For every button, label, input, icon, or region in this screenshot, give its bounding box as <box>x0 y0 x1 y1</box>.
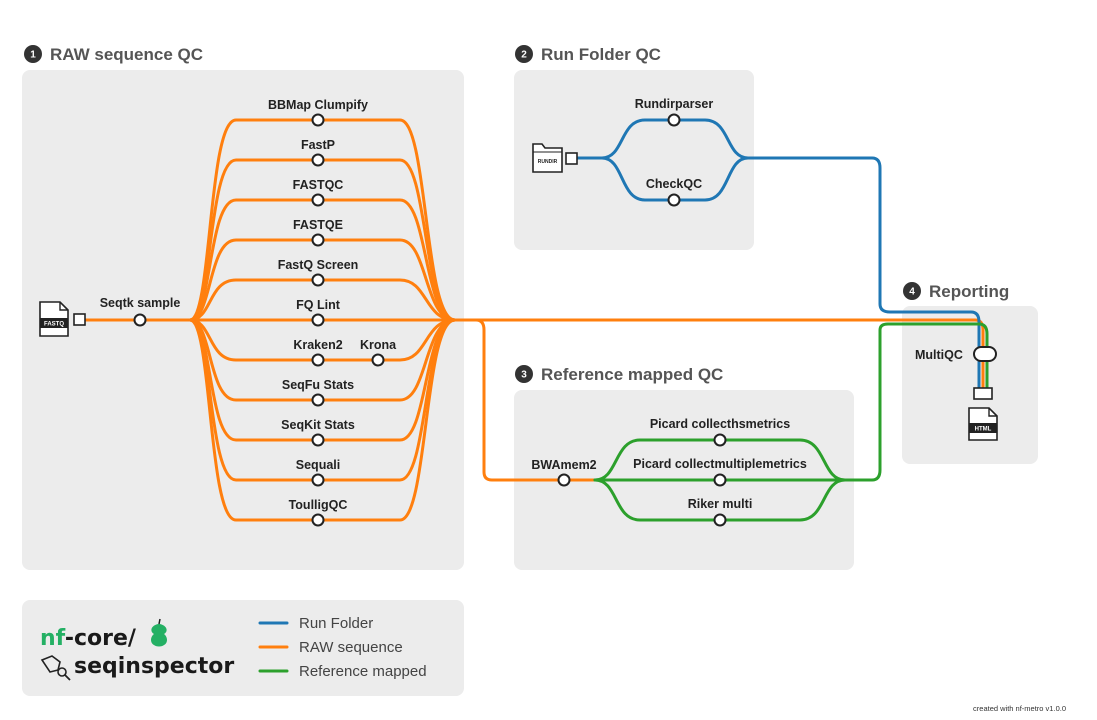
tool-label-krona: Krona <box>360 338 397 352</box>
checkqc-station <box>667 193 681 207</box>
fastq-file-icon: FASTQ <box>39 301 69 337</box>
seqtk-sample-label: Seqtk sample <box>100 296 181 310</box>
tool-label-sequali: Sequali <box>296 458 340 472</box>
raw-branch-line <box>188 318 457 522</box>
rundir-folder-label: RUNDIR <box>538 159 558 165</box>
section-title: Reference mapped QC <box>541 365 723 384</box>
tool-label-toulligqc: ToulligQC <box>289 498 348 512</box>
raw-tool-station <box>311 153 325 167</box>
footer-credit: created with nf-metro v1.0.0 <box>973 704 1066 713</box>
bwamem2-station <box>557 473 571 487</box>
legend-label: Reference mapped <box>299 663 427 680</box>
brand-title: nf-core/ <box>40 626 137 651</box>
raw-tool-station <box>311 233 325 247</box>
section-number-badge <box>515 365 533 383</box>
picard-collectmultiplemetrics-station <box>713 473 727 487</box>
raw-to-reporting-line <box>453 318 985 354</box>
stations <box>133 113 727 527</box>
raw-tool-station <box>311 193 325 207</box>
raw-tool-station <box>311 313 325 327</box>
section-number: 4 <box>909 287 915 298</box>
section-number: 1 <box>30 50 36 61</box>
tool-label-checkqc: CheckQC <box>646 177 702 191</box>
section-number-badge <box>515 45 533 63</box>
section-title-raw: 1 RAW sequence QC <box>24 45 203 64</box>
raw-tool-station <box>311 433 325 447</box>
reporting-output-port <box>973 387 993 400</box>
raw-to-bwamem2-line <box>453 318 597 482</box>
section-number: 3 <box>521 370 527 381</box>
tool-label-kraken2: Kraken2 <box>293 338 342 352</box>
tool-label-rundirparser: Rundirparser <box>635 97 714 111</box>
brand-name: seqinspector <box>74 654 234 679</box>
section-panel-reporting <box>902 306 1038 464</box>
raw-tool-station <box>311 273 325 287</box>
section-number-badge <box>24 45 42 63</box>
tool-label-riker-multi: Riker multi <box>688 497 753 511</box>
tool-label-seqkit-stats: SeqKit Stats <box>281 418 355 432</box>
html-file-label: HTML <box>975 427 992 433</box>
html-file-icon: HTML <box>968 407 998 441</box>
runfolder-to-reporting-line <box>746 156 981 354</box>
section-title: Reporting <box>929 282 1009 301</box>
krona-station <box>371 353 385 367</box>
tool-label-fq-lint: FQ Lint <box>296 298 341 312</box>
raw-tool-station <box>311 513 325 527</box>
raw-input-port <box>73 313 86 326</box>
legend-panel <box>22 600 464 696</box>
section-number: 2 <box>521 50 527 61</box>
raw-tool-station <box>311 473 325 487</box>
legend-label: Run Folder <box>299 615 373 632</box>
raw-tool-station <box>311 393 325 407</box>
refmapped-to-reporting-line <box>843 322 989 482</box>
section-title-reporting: 4 Reporting <box>903 282 1009 301</box>
tool-label-fastq-screen: FastQ Screen <box>278 258 359 272</box>
multiqc-station <box>973 346 997 362</box>
brand-logo: nf-core/ seqinspector <box>40 618 234 681</box>
rundirparser-station <box>667 113 681 127</box>
tool-label-picard-collectmultiplemetrics: Picard collectmultiplemetrics <box>633 457 807 471</box>
tool-label-fastqc: FASTQC <box>293 178 344 192</box>
section-number-badge <box>903 282 921 300</box>
raw-tool-station <box>311 113 325 127</box>
riker-multi-station <box>713 513 727 527</box>
fastq-file-label: FASTQ <box>44 322 64 328</box>
picard-collecthsmetrics-station <box>713 433 727 447</box>
tool-label-fastp: FastP <box>301 138 335 152</box>
raw-tool-station <box>311 353 325 367</box>
seqtk-sample-station <box>133 313 147 327</box>
section-title-refmapped: 3 Reference mapped QC <box>515 365 723 384</box>
rundir-folder-icon: RUNDIR <box>532 143 563 173</box>
magnifier-horse-icon <box>40 655 71 681</box>
brand-prefix-nf: nf <box>40 626 66 651</box>
tool-label-multiqc: MultiQC <box>915 348 963 362</box>
tool-label-bwamem2: BWAmem2 <box>531 458 596 472</box>
brand-prefix-rest: -core/ <box>65 626 137 651</box>
tool-label-fastqe: FASTQE <box>293 218 343 232</box>
tool-label-bbmap-clumpify: BBMap Clumpify <box>268 98 368 112</box>
section-title: RAW sequence QC <box>50 45 203 64</box>
section-title-runfolder: 2 Run Folder QC <box>515 45 661 64</box>
runfolder-input-port <box>565 152 578 165</box>
apple-core-icon <box>151 618 167 647</box>
legend-label: RAW sequence <box>299 639 403 656</box>
section-title: Run Folder QC <box>541 45 661 64</box>
section-panel-runfolder <box>514 70 754 250</box>
tool-label-picard-collecthsmetrics: Picard collecthsmetrics <box>650 417 790 431</box>
tool-label-seqfu-stats: SeqFu Stats <box>282 378 354 392</box>
